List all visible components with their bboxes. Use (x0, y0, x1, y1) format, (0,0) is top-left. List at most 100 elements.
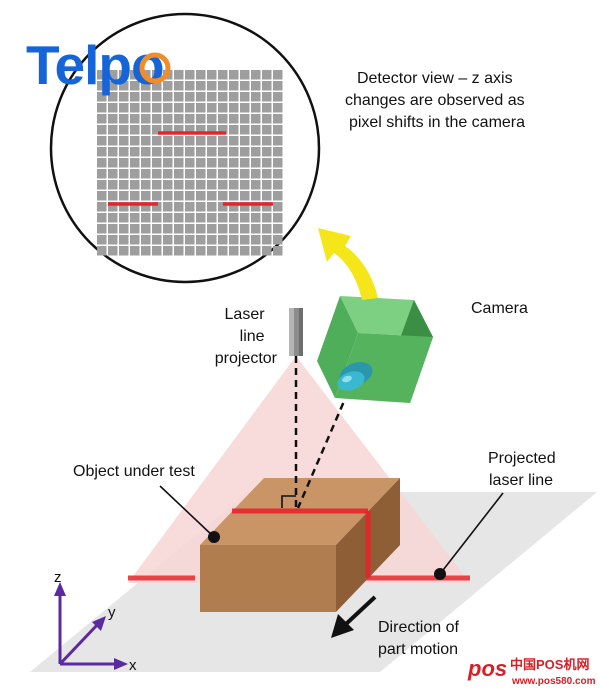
detector-pixel (218, 224, 228, 234)
detector-pixel (273, 246, 283, 256)
detector-pixel (229, 114, 239, 124)
detector-pixel (251, 103, 261, 113)
detector-pixel (251, 136, 261, 146)
detector-pixel (163, 125, 173, 135)
detector-pixel (218, 81, 228, 91)
detector-pixel (119, 191, 129, 201)
detector-pixel (174, 246, 184, 256)
detector-pixel (97, 70, 107, 80)
detector-pixel (152, 125, 162, 135)
detector-pixel (97, 191, 107, 201)
detector-pixel (218, 147, 228, 157)
detector-pixel (229, 180, 239, 190)
detector-pixel (251, 180, 261, 190)
detector-pixel (185, 191, 195, 201)
detector-pixel (108, 125, 118, 135)
detector-pixel (218, 158, 228, 168)
detector-pixel (240, 136, 250, 146)
detector-pixel (251, 202, 261, 212)
detector-pixel (163, 92, 173, 102)
detector-pixel (273, 224, 283, 234)
detector-pixel (196, 246, 206, 256)
detector-pixel (251, 169, 261, 179)
detector-pixel (174, 202, 184, 212)
detector-pixel (218, 235, 228, 245)
detector-pixel (262, 246, 272, 256)
detector-pixel (130, 169, 140, 179)
detector-pixel (130, 125, 140, 135)
detector-pixel (119, 125, 129, 135)
detector-pixel (207, 114, 217, 124)
detector-pixel (152, 81, 162, 91)
detector-pixel (141, 169, 151, 179)
detector-pixel (130, 235, 140, 245)
detector-pixel (251, 235, 261, 245)
detector-pixel (163, 114, 173, 124)
detector-pixel (218, 70, 228, 80)
detector-pixel (229, 224, 239, 234)
detector-pixel (240, 114, 250, 124)
axis-x-label: x (129, 657, 137, 674)
detector-pixel (196, 103, 206, 113)
detector-pixel (207, 235, 217, 245)
detector-pixel (196, 114, 206, 124)
detector-pixel (97, 103, 107, 113)
camera-view-dashed (296, 391, 350, 509)
detector-pixel (229, 103, 239, 113)
detector-pixel (262, 169, 272, 179)
detector-pixel (251, 125, 261, 135)
detector-pixel (229, 158, 239, 168)
detector-pixel (240, 191, 250, 201)
detector-pixel (229, 81, 239, 91)
detector-pixel (207, 169, 217, 179)
detector-pixel (207, 70, 217, 80)
detector-pixel (174, 125, 184, 135)
detector-pixel (141, 147, 151, 157)
camera-front-face (317, 296, 358, 398)
detector-pixel (130, 114, 140, 124)
detector-pixel (130, 81, 140, 91)
detector-pixel (108, 70, 118, 80)
yellow-arrow-icon (318, 228, 378, 300)
detector-pixel (273, 81, 283, 91)
detector-pixel (97, 180, 107, 190)
detector-pixel (163, 191, 173, 201)
detector-view (49, 12, 321, 284)
detector-pixel (229, 92, 239, 102)
detector-pixel (196, 235, 206, 245)
direction-label: Direction of part motion (378, 619, 463, 658)
detector-pixel (185, 180, 195, 190)
detector-pixel (119, 158, 129, 168)
detector-pixel (108, 92, 118, 102)
detector-pixel (174, 92, 184, 102)
detector-pixel (273, 147, 283, 157)
detector-pixel (174, 147, 184, 157)
detector-pixel (152, 169, 162, 179)
detector-pixel (196, 224, 206, 234)
detector-pixel (119, 202, 129, 212)
detector-pixel (119, 136, 129, 146)
object-pointer-line (159, 485, 215, 538)
camera-label: Camera (471, 300, 528, 317)
detector-pixel (273, 125, 283, 135)
detector-pixel (130, 158, 140, 168)
detector-pixel (152, 114, 162, 124)
detector-pixel (262, 114, 272, 124)
detector-pixel (218, 114, 228, 124)
detector-pixel (185, 125, 195, 135)
projected-pointer-line (439, 492, 504, 575)
detector-pixel (273, 213, 283, 223)
detector-pixel (152, 213, 162, 223)
detector-pixel (97, 224, 107, 234)
detector-pixel (273, 169, 283, 179)
detector-pixel (207, 136, 217, 146)
detector-pixel (130, 246, 140, 256)
detector-pixel (108, 158, 118, 168)
detector-pixel (229, 213, 239, 223)
detector-pixel (163, 180, 173, 190)
detector-pixel (229, 136, 239, 146)
detector-pixel (119, 235, 129, 245)
detector-pixel (108, 213, 118, 223)
detector-pixel (141, 136, 151, 146)
detector-pixel (262, 125, 272, 135)
